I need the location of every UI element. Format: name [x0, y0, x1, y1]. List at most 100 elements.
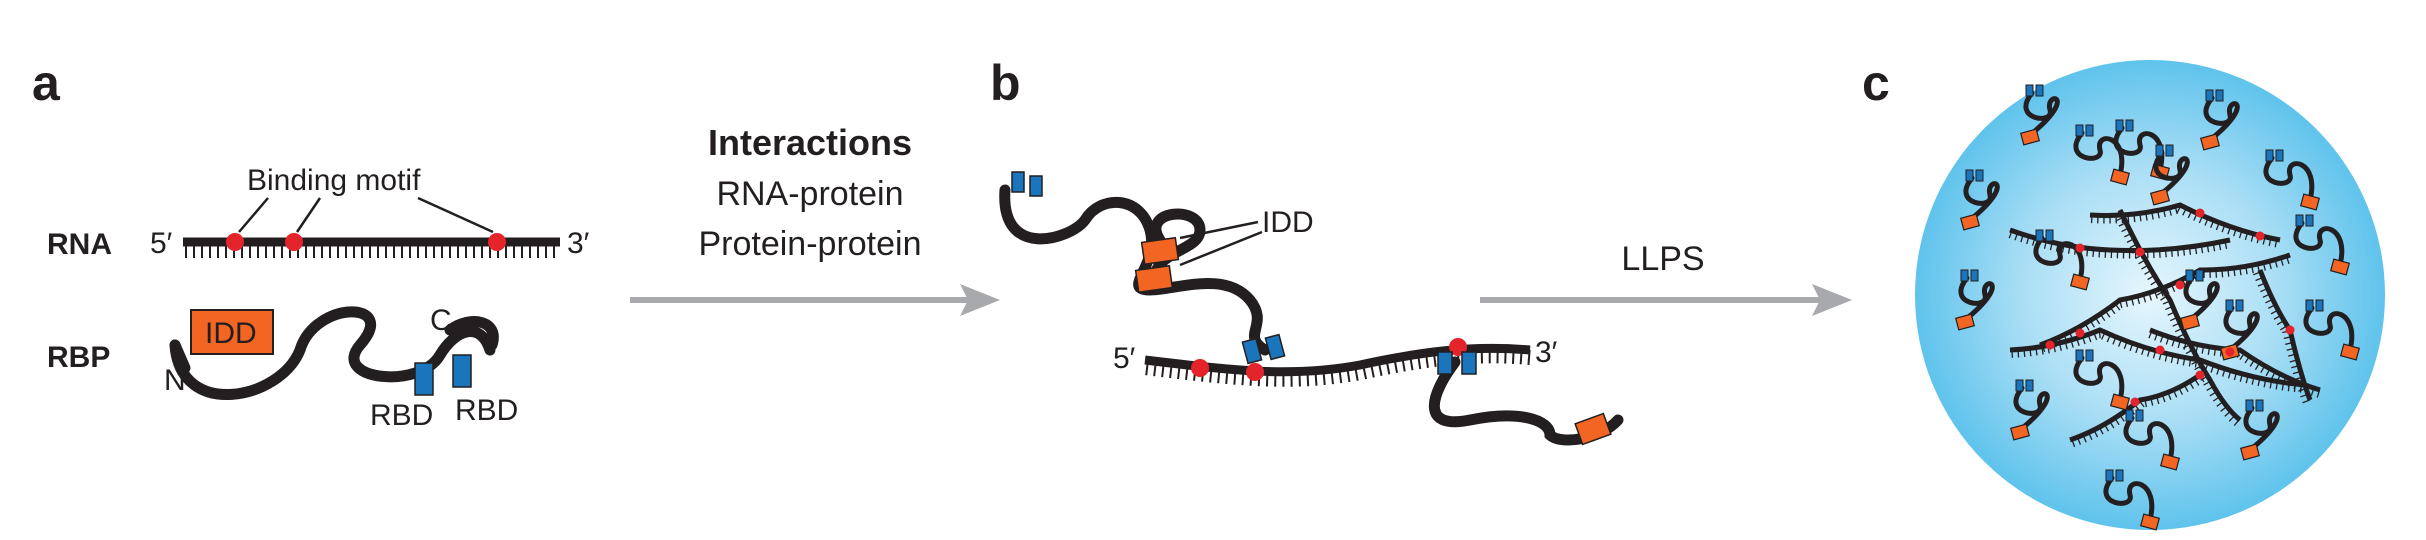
rna-tick	[1145, 360, 1149, 376]
rna-tick	[2098, 426, 2104, 435]
protein-chain	[2153, 150, 2190, 198]
rna-strand	[2009, 327, 2306, 388]
idd-label: IDD	[1262, 206, 1314, 239]
rna-tick	[2268, 237, 2272, 247]
rbd-domain	[2125, 409, 2134, 422]
rna-tick	[2057, 337, 2063, 345]
rna-tick	[2188, 358, 2192, 367]
rna-tick	[1519, 349, 1523, 365]
rna-tick	[2227, 370, 2232, 379]
rbp-n-terminal-tail	[169, 339, 191, 374]
rna-tick	[2177, 333, 2186, 338]
rna-tick	[1511, 348, 1515, 364]
rna-tick	[2178, 387, 2183, 395]
rna-tick	[2274, 239, 2278, 248]
protein-chain	[2183, 275, 2220, 323]
rbd-domain	[2315, 299, 2324, 312]
rna-tick	[2203, 380, 2211, 386]
rna-tick	[2167, 311, 2176, 316]
rbd-domain	[2305, 214, 2314, 227]
rna-tick	[2280, 325, 2288, 331]
binding-motif-pointer	[417, 196, 494, 234]
rna-tick	[2210, 364, 2215, 373]
rna-tick	[1314, 370, 1318, 386]
rna-tick	[2273, 314, 2282, 320]
idd-box	[2009, 423, 2031, 441]
rna-tick	[2245, 375, 2249, 384]
rna-tick	[2152, 350, 2157, 359]
binding-motif-dot	[2130, 397, 2140, 407]
rna-tick	[2141, 264, 2149, 270]
rna-tick	[2188, 354, 2197, 360]
rna-tick	[2093, 332, 2098, 341]
rbd-domain	[2115, 119, 2124, 132]
idd-box	[1140, 236, 1180, 266]
rna-tick	[2212, 396, 2221, 402]
rna-tick	[2182, 357, 2186, 366]
rna-tick	[2253, 271, 2261, 276]
rna-tick	[2138, 400, 2145, 408]
rna-tick	[2115, 216, 2124, 222]
idd-box	[2149, 188, 2171, 206]
rna-tick	[1385, 359, 1391, 375]
rna-tick	[1393, 357, 1399, 374]
rbd-domain	[2085, 124, 2094, 137]
interactions-title: Interactions	[708, 122, 912, 163]
rna-tick	[1409, 355, 1414, 371]
rna-tick	[2150, 397, 2154, 406]
idd-box	[1959, 213, 1981, 231]
idd-box	[2299, 193, 2321, 211]
c-terminus-label: C	[430, 304, 452, 337]
rna-tick	[2316, 389, 2321, 398]
idd-label: IDD	[205, 317, 257, 350]
rna-tick	[2260, 365, 2266, 374]
rna-strand-ticks	[1145, 348, 1531, 387]
rna-tick	[2148, 292, 2153, 301]
protein-chain	[1963, 175, 2000, 223]
rbd-domain	[1970, 269, 1979, 282]
rna-tick	[2167, 392, 2172, 401]
panel-label-a: a	[32, 55, 61, 111]
rbd-domain	[1264, 333, 1286, 361]
rna-tick	[1416, 353, 1422, 370]
rbd-domain	[2225, 299, 2234, 312]
rbd-domain	[2165, 144, 2174, 157]
rna-tick	[2058, 342, 2062, 351]
rna-tick	[2043, 240, 2047, 249]
rbd-domain	[2245, 399, 2254, 412]
rna-tick	[1225, 368, 1229, 385]
idd-box	[1954, 313, 1976, 331]
rna-tick	[2162, 209, 2166, 218]
rna-tick	[2172, 322, 2181, 327]
rna-tick	[2238, 230, 2243, 239]
rna-tick	[2094, 316, 2101, 325]
rna-tick	[2172, 389, 2178, 398]
rbd-label-1: RBD	[370, 399, 433, 432]
rna-tick	[2265, 298, 2274, 304]
rna-tick	[2270, 371, 2276, 379]
rna-tick	[2257, 282, 2266, 287]
rna-tick	[2263, 379, 2267, 388]
rna-tick	[2170, 354, 2174, 364]
rna-tick	[2200, 245, 2204, 254]
idd-box	[2109, 168, 2131, 186]
rna-tick	[2194, 246, 2198, 255]
rna-tick	[2101, 331, 2106, 340]
protein-chain	[2103, 475, 2155, 523]
rbd-domain	[414, 362, 434, 396]
rna-tick	[2176, 356, 2180, 365]
rna-tick	[2126, 238, 2135, 243]
protein-chain	[2293, 220, 2345, 268]
rna-tick	[2275, 381, 2279, 390]
rbd-domain	[2295, 214, 2304, 227]
panel-c	[1915, 60, 2385, 531]
idd-box	[2179, 313, 2201, 331]
protein-chain	[2123, 415, 2175, 463]
rna-tick	[2070, 339, 2074, 348]
rna-tick	[2099, 313, 2106, 322]
rna-tick	[2188, 246, 2192, 255]
rna-tick	[2289, 359, 2298, 363]
rna-tick	[2014, 232, 2019, 241]
rna-tick	[2093, 429, 2099, 438]
rna-tick	[2250, 233, 2255, 242]
